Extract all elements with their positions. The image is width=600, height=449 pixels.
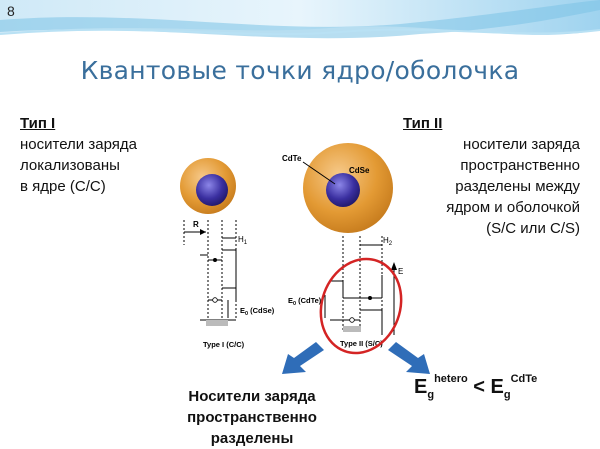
bandgap-formula: Eghetero < EgCdTe <box>414 373 538 401</box>
type2-h-label: H2 <box>383 236 393 247</box>
slide-title: Квантовые точки ядро/оболочка <box>80 56 520 85</box>
arrow-down-right-icon <box>388 342 430 374</box>
type1-core <box>196 174 228 206</box>
arrow-down-left-icon <box>282 342 324 374</box>
type1-line: в ядре (C/C) <box>20 178 106 195</box>
type2-line: (S/C или C/S) <box>486 220 580 237</box>
type2-line: пространственно <box>460 157 580 174</box>
type2-description: носители заряда пространственно разделен… <box>405 134 580 239</box>
cdte-label: CdTe <box>282 154 302 163</box>
type2-core <box>326 173 360 207</box>
band-diagram: R H1 E0(CdSe) Type I (C/C) CdTe CdSe E H… <box>180 143 430 374</box>
type2-caption: Type II (S/C) <box>340 339 383 348</box>
type1-heading: Тип I <box>20 115 56 132</box>
slide-number: 8 <box>7 3 15 19</box>
type2-heading: Тип II <box>403 115 443 132</box>
type1-description: носители заряда локализованы в ядре (C/C… <box>20 134 190 197</box>
conclusion-text: Носители заряда пространственно разделен… <box>172 386 332 449</box>
type2-line: ядром и оболочкой <box>446 199 580 216</box>
type1-band-lines <box>183 220 237 321</box>
type1-line: носители заряда <box>20 136 137 153</box>
type1-particle <box>180 158 236 214</box>
type1-energy-label: E0(CdSe) <box>240 306 275 317</box>
type2-line: разделены между <box>455 178 580 195</box>
type2-energy-label: E0(CdTe) <box>288 296 322 307</box>
type1-line: локализованы <box>20 157 120 174</box>
cdse-label: CdSe <box>349 166 370 175</box>
type2-line: носители заряда <box>463 136 580 153</box>
radius-label: R <box>193 220 199 229</box>
conclusion-line: разделены <box>210 430 294 447</box>
type2-particle <box>303 143 393 233</box>
type1-h-label: H1 <box>238 235 248 246</box>
conclusion-line: пространственно <box>187 409 317 426</box>
type1-caption: Type I (C/C) <box>203 340 245 349</box>
highlight-ring <box>319 257 403 355</box>
background-swoosh <box>0 0 600 39</box>
conclusion-line: Носители заряда <box>188 388 316 405</box>
energy-axis-label: E <box>398 267 403 276</box>
type2-band-lines <box>324 236 395 335</box>
